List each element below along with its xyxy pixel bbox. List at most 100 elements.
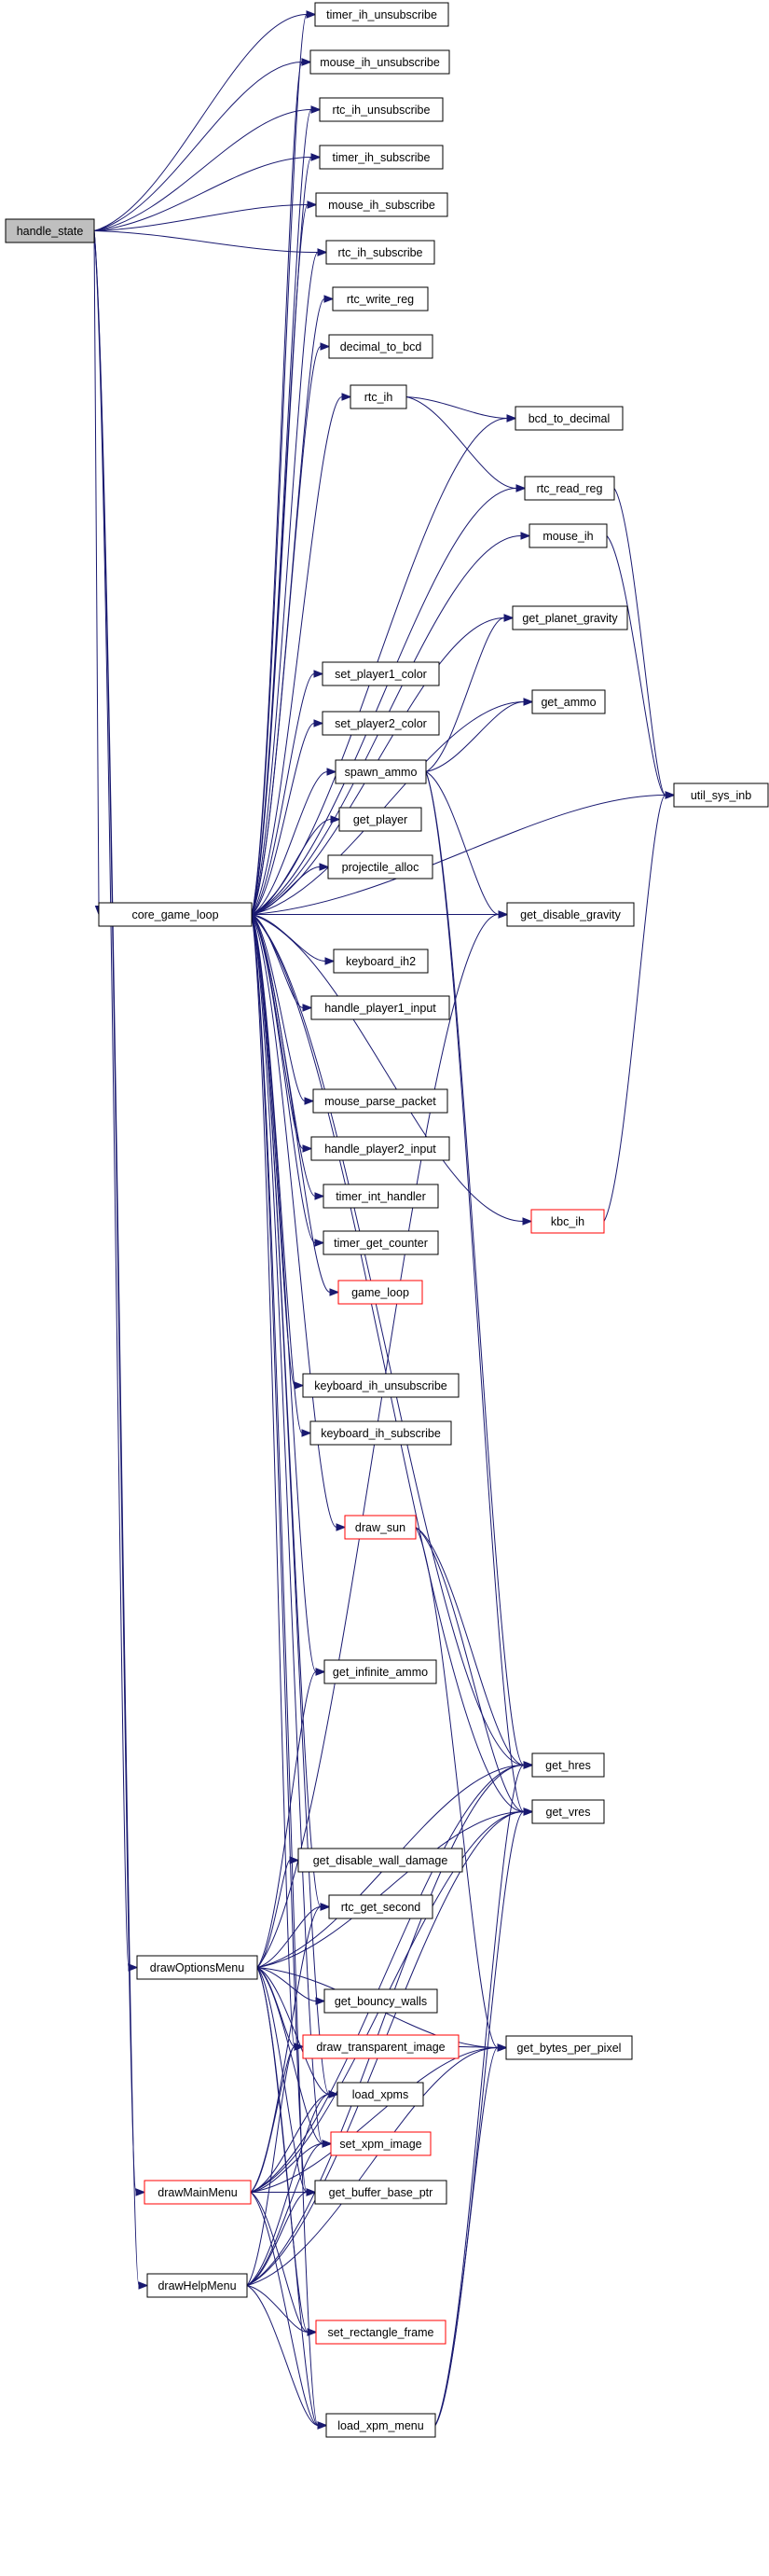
node-box [524, 476, 615, 501]
node-label: rtc_write_reg [347, 293, 414, 306]
edge-arrowhead [306, 2188, 317, 2196]
node-drawOptionsMenu[interactable]: drawOptionsMenu [136, 1955, 258, 1980]
node-get-ammo[interactable]: get_ammo [531, 689, 606, 714]
node-get-player[interactable]: get_player [338, 807, 422, 832]
node-rtc-read-reg[interactable]: rtc_read_reg [524, 476, 615, 501]
node-rtc-write-reg[interactable]: rtc_write_reg [332, 286, 429, 312]
edge-drawOptionsMenu-to-get_bouncy_walls [256, 1967, 326, 2005]
node-get-buffer-base-ptr[interactable]: get_buffer_base_ptr [314, 2180, 447, 2205]
edge-line [256, 1967, 319, 2426]
edge-arrowhead [320, 342, 331, 351]
node-decimal-to-bcd[interactable]: decimal_to_bcd [328, 334, 433, 359]
edge-arrowhead [301, 1429, 312, 1437]
edge-load_xpm_menu-to-get_bytes_per_pixel [434, 2043, 508, 2426]
node-box [530, 1209, 605, 1234]
node-handle-player1-input[interactable]: handle_player1_input [310, 995, 450, 1020]
edge-handle_state-to-mouse_ih_unsubscribe [93, 58, 312, 231]
edge-line [425, 617, 505, 772]
edge-line [93, 204, 309, 231]
node-get-bytes-per-pixel[interactable]: get_bytes_per_pixel [505, 2035, 633, 2060]
node-box [673, 782, 769, 808]
node-mouse-parse-packet[interactable]: mouse_parse_packet [312, 1088, 448, 1114]
node-label: core_game_loop [131, 908, 218, 921]
node-label: decimal_to_bcd [340, 340, 422, 353]
node-mouse-ih-subscribe[interactable]: mouse_ih_subscribe [315, 192, 448, 217]
node-timer-int-handler[interactable]: timer_int_handler [323, 1184, 439, 1209]
node-handle-player2-input[interactable]: handle_player2_input [310, 1136, 450, 1161]
node-box [309, 1420, 452, 1446]
node-set-player1-color[interactable]: set_player1_color [322, 661, 440, 686]
node-rtc-ih[interactable]: rtc_ih [350, 384, 407, 409]
node-kbc-ih[interactable]: kbc_ih [530, 1209, 605, 1234]
node-drawMainMenu[interactable]: drawMainMenu [144, 2180, 252, 2205]
edge-arrowhead [294, 2043, 305, 2051]
edge-arrowhead [294, 1381, 305, 1390]
node-set-rectangle-frame[interactable]: set_rectangle_frame [315, 2320, 446, 2345]
node-timer-get-counter[interactable]: timer_get_counter [323, 1230, 439, 1255]
node-get-hres[interactable]: get_hres [531, 1752, 605, 1778]
node-set-player2-color[interactable]: set_player2_color [322, 711, 440, 736]
node-util-sys-inb[interactable]: util_sys_inb [673, 782, 769, 808]
node-get-disable-wall-damage[interactable]: get_disable_wall_damage [297, 1848, 463, 1873]
node-projectile-alloc[interactable]: projectile_alloc [327, 854, 433, 879]
edge-draw_sun-to-get_bytes_per_pixel [415, 1527, 508, 2052]
node-box [98, 902, 253, 927]
node-label: timer_int_handler [336, 1190, 426, 1203]
edge-arrowhead [307, 201, 318, 209]
node-mouse-ih-unsubscribe[interactable]: mouse_ih_unsubscribe [309, 49, 450, 75]
node-box [515, 406, 624, 431]
node-rtc-ih-subscribe[interactable]: rtc_ih_subscribe [325, 240, 435, 265]
edge-line [256, 1967, 323, 2144]
edge-line [256, 1906, 322, 1968]
node-draw-sun[interactable]: draw_sun [344, 1515, 417, 1540]
node-set-xpm-image[interactable]: set_xpm_image [330, 2131, 432, 2156]
edge-line [246, 2143, 323, 2286]
node-draw-transparent-image[interactable]: draw_transparent_image [302, 2034, 460, 2059]
edge-core_game_loop-to-rtc_ih_unsubscribe [251, 105, 322, 915]
edge-arrowhead [313, 719, 324, 727]
node-mouse-ih[interactable]: mouse_ih [529, 523, 608, 548]
edge-core_game_loop-to-kbc_ih [251, 914, 533, 1226]
edge-line [256, 1967, 330, 2095]
node-keyboard-ih-subscribe[interactable]: keyboard_ih_subscribe [309, 1420, 452, 1446]
node-rtc-ih-unsubscribe[interactable]: rtc_ih_unsubscribe [319, 97, 444, 122]
node-box [529, 523, 608, 548]
edge-handle_state-to-mouse_ih_subscribe [93, 201, 318, 231]
node-rtc-get-second[interactable]: rtc_get_second [328, 1894, 433, 1919]
edge-line [246, 2094, 330, 2286]
edge-drawHelpMenu-to-get_buffer_base_ptr [246, 2188, 317, 2286]
node-keyboard-ih-unsubscribe[interactable]: keyboard_ih_unsubscribe [302, 1373, 460, 1398]
node-box [338, 807, 422, 832]
node-box [314, 2180, 447, 2205]
node-label: timer_get_counter [334, 1237, 428, 1250]
node-load-xpm-menu[interactable]: load_xpm_menu [325, 2413, 436, 2438]
edge-line [434, 1811, 525, 2426]
edge-line [250, 1906, 322, 2193]
node-box [319, 97, 444, 122]
node-label: mouse_ih_subscribe [328, 199, 435, 212]
node-get-bouncy-walls[interactable]: get_bouncy_walls [323, 1988, 438, 2014]
edge-core_game_loop-to-draw_transparent_image [251, 914, 305, 2051]
edge-line [251, 914, 524, 1222]
node-timer-ih-subscribe[interactable]: timer_ih_subscribe [319, 145, 444, 170]
node-get-planet-gravity[interactable]: get_planet_gravity [512, 605, 628, 630]
node-drawHelpMenu[interactable]: drawHelpMenu [146, 2273, 248, 2298]
edge-line [256, 1860, 291, 1968]
node-bcd-to-decimal[interactable]: bcd_to_decimal [515, 406, 624, 431]
node-core-game-loop[interactable]: core_game_loop [98, 902, 253, 927]
edge-drawHelpMenu-to-load_xpm_menu [246, 2285, 328, 2430]
node-timer-ih-unsubscribe[interactable]: timer_ih_unsubscribe [314, 2, 449, 27]
node-game-loop[interactable]: game_loop [337, 1280, 423, 1305]
node-box [302, 1373, 460, 1398]
edge-drawHelpMenu-to-set_rectangle_frame [246, 2285, 318, 2336]
node-spawn-ammo[interactable]: spawn_ammo [335, 759, 427, 784]
node-label: load_xpms [352, 2088, 408, 2101]
edge-arrowhead [304, 1097, 315, 1105]
node-get-disable-gravity[interactable]: get_disable_gravity [506, 902, 635, 927]
node-get-vres[interactable]: get_vres [531, 1799, 605, 1824]
node-label: get_bytes_per_pixel [517, 2042, 622, 2055]
node-keyboard-ih2[interactable]: keyboard_ih2 [333, 949, 429, 974]
node-get-infinite-ammo[interactable]: get_infinite_ammo [323, 1659, 437, 1684]
node-load-xpms[interactable]: load_xpms [336, 2082, 424, 2107]
